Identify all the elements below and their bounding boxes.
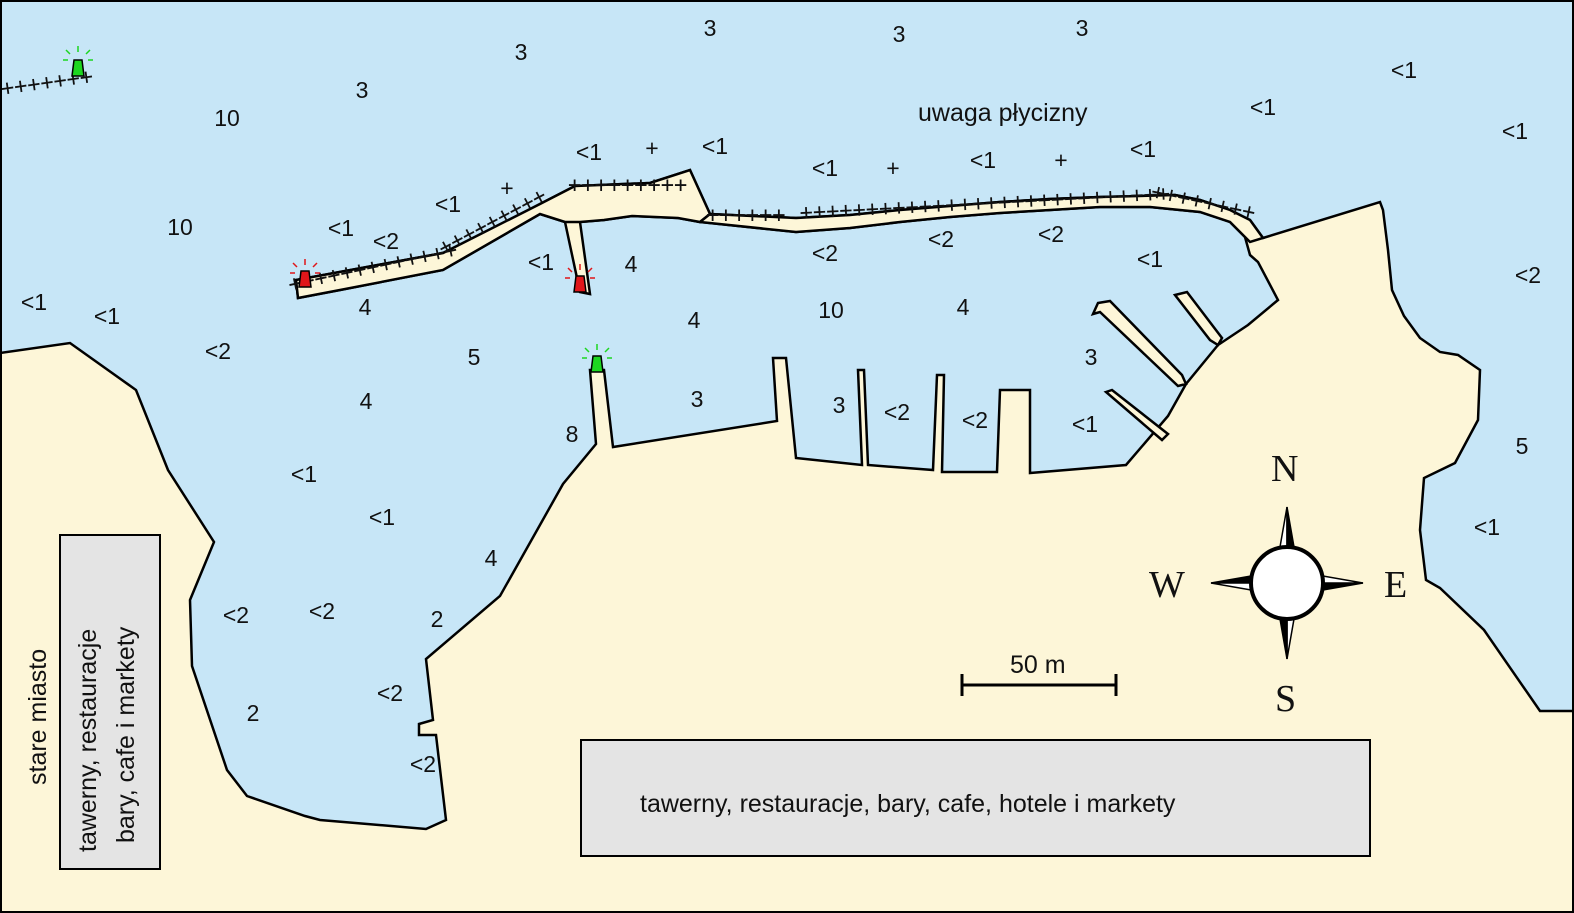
depth-soundings: 3 3 3 3 <1 3 10 <1 <1 <1 + <1 <1 + <1 + <1 10 <1 + <1 <2 <2 <2 <… (21, 15, 1541, 777)
depth-sounding: 10 (818, 297, 844, 323)
depth-sounding: <2 (812, 240, 838, 266)
depth-sounding: 5 (1516, 433, 1529, 459)
depth-sounding: 10 (214, 105, 240, 131)
depth-sounding: <1 (94, 303, 120, 329)
depth-sounding: <2 (928, 226, 954, 252)
info-box-left: stare miasto tawerny, restauracje bary, … (24, 534, 161, 870)
red-light-west (290, 259, 320, 288)
depth-sounding: <2 (377, 680, 403, 706)
depth-sounding: 3 (893, 21, 906, 47)
navigation-lights (63, 46, 612, 373)
info-box-bottom: tawerny, restauracje, bary, cafe, hotele… (580, 739, 1371, 857)
depth-sounding: <2 (205, 338, 231, 364)
compass-east: E (1384, 564, 1407, 606)
depth-sounding: 3 (691, 386, 704, 412)
depth-sounding: <2 (962, 407, 988, 433)
depth-sounding: + (1054, 147, 1067, 173)
depth-sounding: <1 (435, 191, 461, 217)
depth-sounding: 3 (704, 15, 717, 41)
depth-sounding: <1 (1250, 94, 1276, 120)
depth-sounding: <1 (1474, 514, 1500, 540)
breakwater-west (294, 168, 712, 300)
depth-sounding: <2 (410, 751, 436, 777)
depth-sounding: 4 (360, 388, 373, 414)
depth-sounding: 4 (957, 294, 970, 320)
depth-sounding: <1 (1130, 136, 1156, 162)
depth-sounding: + (645, 135, 658, 161)
depth-sounding: <1 (369, 504, 395, 530)
green-light-inner (582, 344, 612, 373)
depth-sounding: <2 (309, 598, 335, 624)
depth-sounding: 3 (1085, 344, 1098, 370)
depth-sounding: 4 (359, 294, 372, 320)
depth-sounding: 3 (515, 39, 528, 65)
depth-sounding: <1 (970, 147, 996, 173)
depth-sounding: <1 (702, 133, 728, 159)
depth-sounding: 3 (356, 77, 369, 103)
rocks-north-1: ++++++ (706, 203, 785, 228)
info-left-line3: bary, cafe i markety (112, 626, 140, 843)
depth-sounding: 5 (468, 344, 481, 370)
depth-sounding: <1 (1137, 246, 1163, 272)
depth-sounding: <2 (884, 399, 910, 425)
compass-west: W (1149, 564, 1185, 606)
depth-sounding: <2 (223, 602, 249, 628)
depth-sounding: 3 (1076, 15, 1089, 41)
depth-sounding: <1 (1502, 118, 1528, 144)
depth-sounding: <2 (373, 228, 399, 254)
depth-sounding: <1 (291, 461, 317, 487)
pier-structures (294, 168, 1266, 442)
depth-sounding: <1 (1391, 57, 1417, 83)
pier-diagonal-2 (1172, 290, 1224, 347)
depth-sounding: <1 (328, 215, 354, 241)
info-left-line2: tawerny, restauracje (74, 629, 102, 852)
breakwater-north (696, 193, 1266, 244)
depth-sounding: <1 (812, 155, 838, 181)
shallows-warning: uwaga płycizny (918, 99, 1088, 127)
rocks-breakwater-top: +++++++++ (568, 173, 687, 198)
compass-south: S (1275, 678, 1296, 720)
depth-sounding: <1 (21, 289, 47, 315)
depth-sounding: 2 (247, 700, 260, 726)
scale-bar: 50 m (960, 651, 1118, 696)
depth-sounding: <2 (1515, 262, 1541, 288)
depth-sounding: + (886, 155, 899, 181)
green-light-northwest (63, 46, 93, 77)
depth-sounding: 4 (688, 307, 701, 333)
info-left-line1: stare miasto (24, 649, 52, 785)
depth-sounding: 10 (167, 214, 193, 240)
depth-sounding: 2 (431, 606, 444, 632)
depth-sounding: <1 (576, 139, 602, 165)
depth-sounding: 4 (485, 545, 498, 571)
red-light-inner (565, 264, 595, 293)
compass-rose: N S E W (1149, 448, 1407, 720)
depth-sounding: <2 (1038, 221, 1064, 247)
pier-diagonal-3 (1103, 388, 1170, 442)
scale-label: 50 m (1010, 651, 1066, 679)
depth-sounding: + (500, 175, 513, 201)
compass-north: N (1271, 448, 1298, 490)
depth-sounding: <1 (528, 249, 554, 275)
depth-sounding: <1 (1072, 411, 1098, 437)
depth-sounding: 3 (833, 392, 846, 418)
pier-diagonal-1 (1090, 299, 1188, 388)
depth-sounding: 4 (625, 251, 638, 277)
info-bottom-text: tawerny, restauracje, bary, cafe, hotele… (640, 790, 1176, 818)
depth-sounding: 8 (566, 421, 579, 447)
